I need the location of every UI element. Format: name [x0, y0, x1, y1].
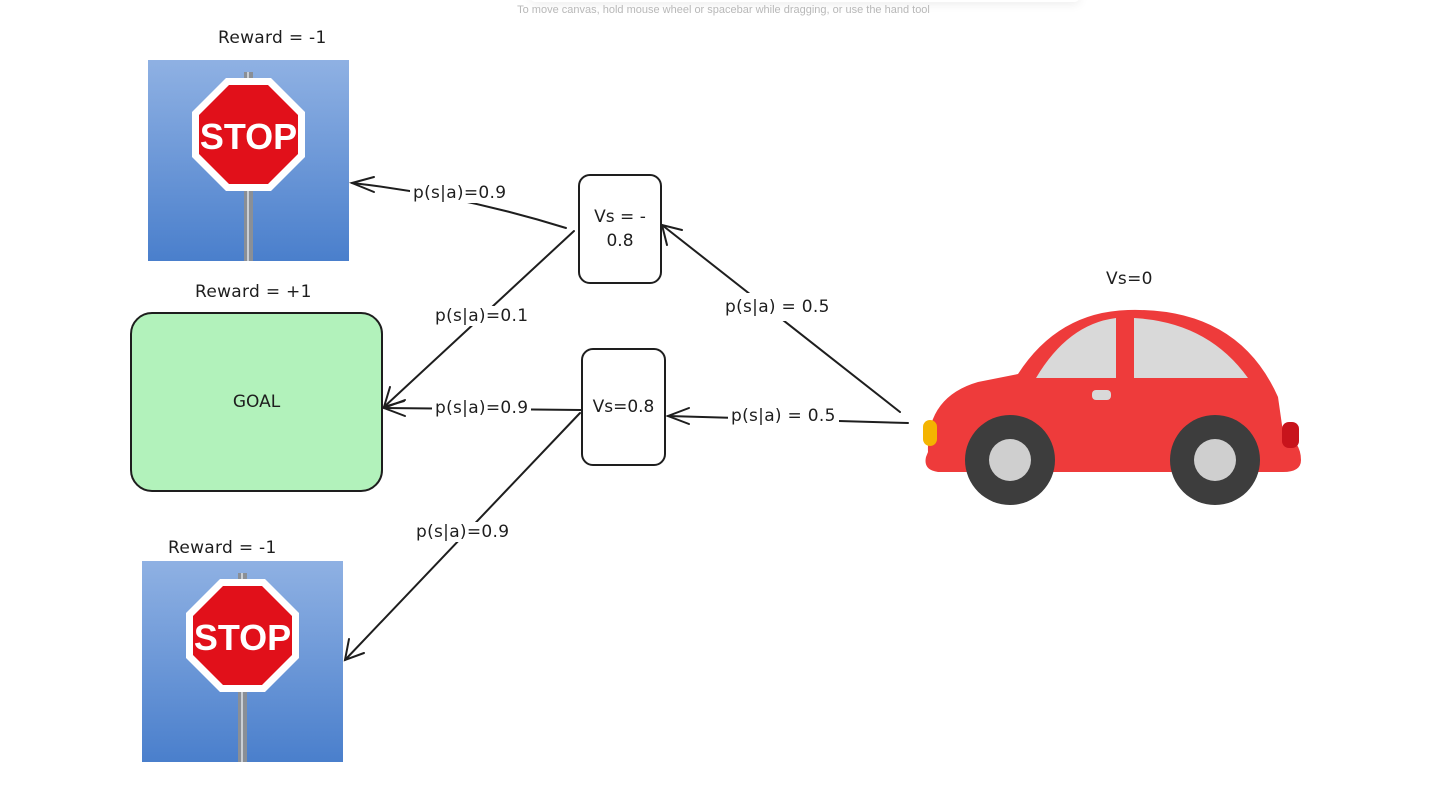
stop-sign-top-image: STOP: [148, 60, 349, 261]
canvas-hint: To move canvas, hold mouse wheel or spac…: [517, 4, 930, 16]
state-upper-line2: 0.8: [606, 231, 634, 251]
reward-top-label: Reward = -1: [218, 28, 327, 48]
reward-bottom-label: Reward = -1: [168, 538, 277, 558]
goal-box[interactable]: GOAL: [130, 312, 383, 492]
edge-label-upper-to-goal: p(s|a)=0.1: [432, 306, 532, 326]
goal-label: GOAL: [232, 392, 281, 412]
stop-sign-top-text: STOP: [200, 116, 297, 157]
edge-label-lower-to-bottom-stop: p(s|a)=0.9: [413, 522, 513, 542]
stop-sign-bottom-image: STOP: [142, 561, 343, 762]
arrowhead-upper-to-top-stop: [348, 176, 375, 193]
arrowhead-lower-to-goal: [381, 399, 406, 417]
stop-sign-bottom-text: STOP: [194, 617, 291, 658]
edge-label-car-to-upper: p(s|a) = 0.5: [722, 293, 833, 321]
arrowhead-car-to-upper: [660, 223, 683, 246]
arrowhead-lower-to-bottom-stop: [343, 638, 365, 662]
state-upper-line1: Vs = -: [594, 207, 646, 227]
edge-label-upper-to-top-stop: p(s|a)=0.9: [410, 183, 510, 203]
arrowhead-car-to-lower: [665, 407, 690, 425]
state-box-upper[interactable]: Vs = - 0.8: [578, 174, 662, 284]
edge-label-lower-to-goal: p(s|a)=0.9: [432, 398, 532, 418]
state-box-lower[interactable]: Vs=0.8: [581, 348, 666, 466]
car-image: [923, 309, 1301, 505]
state-lower-label: Vs=0.8: [592, 397, 655, 417]
edge-label-car-to-lower: p(s|a) = 0.5: [728, 406, 839, 426]
car-value-label: Vs=0: [1106, 269, 1153, 289]
reward-goal-label: Reward = +1: [195, 282, 312, 302]
